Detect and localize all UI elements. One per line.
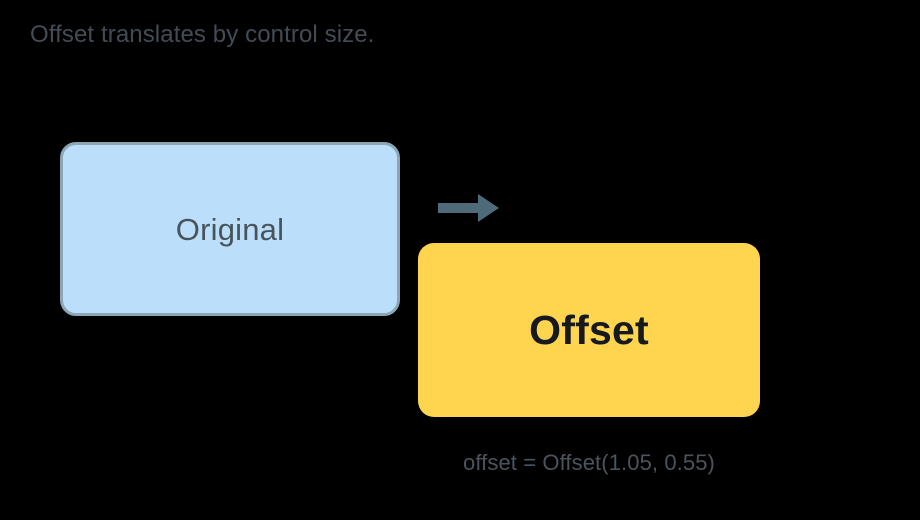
arrow-right-icon bbox=[438, 192, 500, 224]
offset-control-box: Offset bbox=[418, 243, 760, 417]
offset-box-label: Offset bbox=[529, 306, 649, 353]
original-box-label: Original bbox=[175, 211, 285, 247]
page-title: Offset translates by control size. bbox=[30, 21, 375, 48]
offset-caption: offset = Offset(1.05, 0.55) bbox=[463, 450, 715, 475]
original-control-box: Original bbox=[60, 142, 400, 316]
